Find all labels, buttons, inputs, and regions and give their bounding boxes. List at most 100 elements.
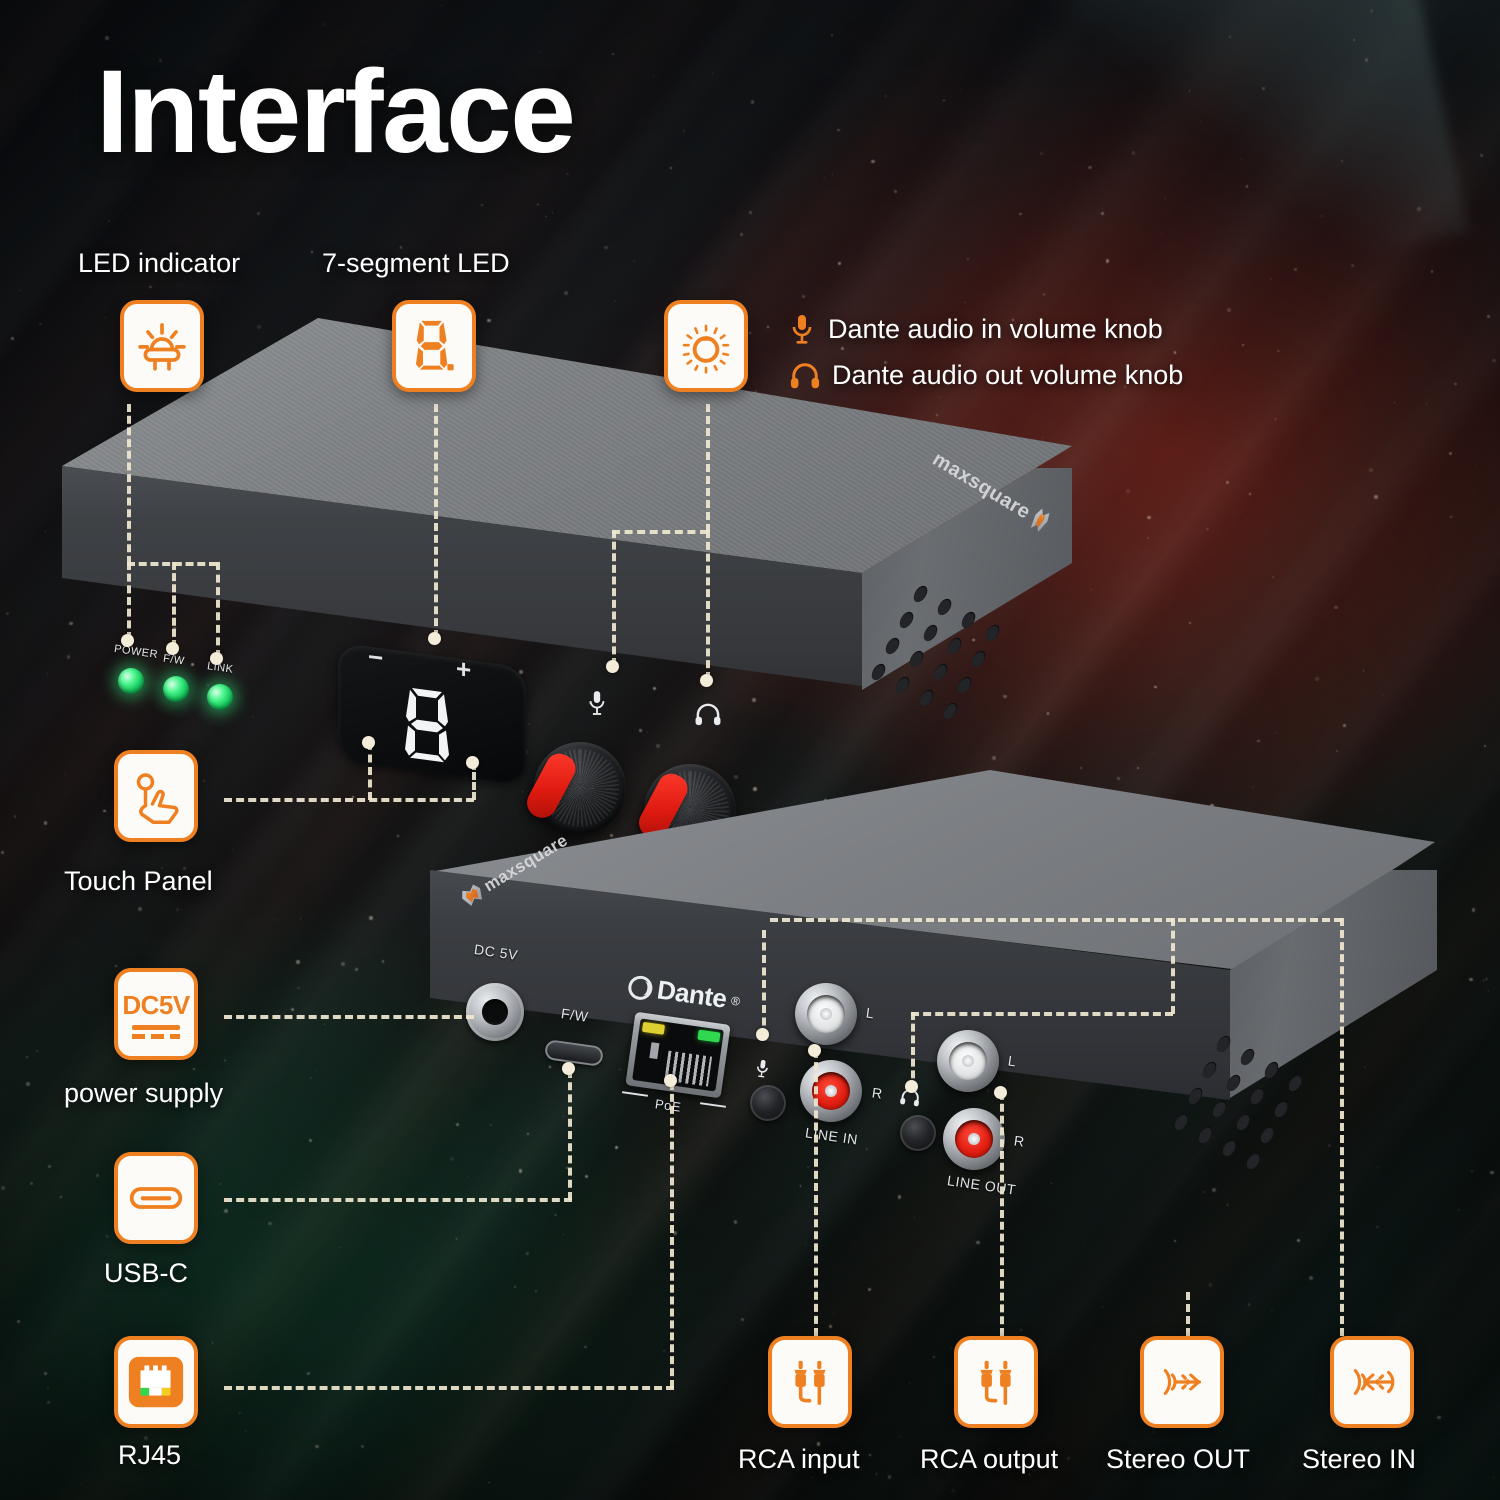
leader-knob-in <box>612 530 616 666</box>
leader-dot-rj45 <box>664 1074 677 1087</box>
leader-dot-fw <box>166 642 179 655</box>
leader-stereo-bus <box>1171 918 1175 1014</box>
leader-stereo-in <box>1340 918 1344 1336</box>
rj45-port-cavity <box>632 1018 724 1092</box>
leader-dot-power <box>121 634 134 647</box>
rca-input-card[interactable] <box>768 1336 852 1428</box>
leader-led-link <box>216 562 220 658</box>
stereo-out-card[interactable] <box>1140 1336 1224 1428</box>
rca-plug-icon <box>794 1360 826 1405</box>
microphone-icon <box>589 691 605 715</box>
page-title: Interface <box>96 46 576 178</box>
dc-solid-line <box>131 1024 180 1030</box>
led-link: LINK <box>206 660 234 710</box>
leader-dot-touch-left <box>362 736 375 749</box>
seven-segment-8-icon <box>415 320 454 371</box>
leader-touch-panel <box>224 798 474 802</box>
rj45-card[interactable] <box>114 1336 198 1428</box>
dc-power-jack[interactable] <box>466 983 524 1041</box>
leader-touch-right <box>472 762 476 800</box>
device2-vent-holes <box>1171 1033 1328 1185</box>
headphone-knob-icon <box>694 702 722 726</box>
seven-segment-digit-icon <box>405 687 449 763</box>
led-indicator-card[interactable] <box>120 300 204 392</box>
leader-dot-usbc <box>562 1062 575 1075</box>
touch-panel-card[interactable] <box>114 750 198 842</box>
leader-seven-segment <box>434 404 438 638</box>
volume-up-touch-button[interactable]: + <box>456 653 472 685</box>
leader-top-bus <box>770 918 1342 922</box>
stereo-in-card[interactable] <box>1330 1336 1414 1428</box>
seven-segment-display <box>400 682 454 765</box>
touch-hand-icon <box>136 773 179 824</box>
leader-usbc-v <box>568 1070 572 1200</box>
mic-knob-icon <box>586 690 608 716</box>
leader-dot-mic-jack <box>756 1028 769 1041</box>
led-indicator-label: LED indicator <box>78 248 241 278</box>
mic-35mm-jack[interactable] <box>750 1085 786 1121</box>
leader-led-fw <box>172 562 176 648</box>
stereo-out-label: Stereo OUT <box>1106 1444 1251 1474</box>
line-out-left-rca[interactable] <box>937 1030 999 1092</box>
usbc-card[interactable] <box>114 1152 198 1244</box>
leader-dot-headphone-jack <box>905 1080 918 1093</box>
leader-rca-input <box>814 1050 818 1336</box>
stereo-out-arrow-icon <box>1163 1369 1202 1395</box>
volume-down-touch-button[interactable]: − <box>368 641 384 673</box>
line-in-right-rca[interactable] <box>800 1060 862 1122</box>
dante-audio-out-row: Dante audio out volume knob <box>790 360 1183 391</box>
leader-dot-knob-in <box>606 660 619 673</box>
rj45-activity-led <box>641 1021 666 1035</box>
leader-dot-knob-out <box>700 674 713 687</box>
line-out-right-rca[interactable] <box>943 1108 1005 1170</box>
rj45-ethernet-port[interactable] <box>625 1011 731 1099</box>
headphone-35mm-jack[interactable] <box>900 1115 936 1151</box>
rj45-label: RJ45 <box>118 1440 182 1470</box>
leader-dot-link <box>210 652 223 665</box>
dc5v-card[interactable]: DC5V <box>114 968 198 1060</box>
rca-input-label: RCA input <box>738 1444 860 1474</box>
line-out-right-label: R <box>1012 1132 1026 1150</box>
power-led-lamp <box>118 668 144 694</box>
firmware-led-lamp <box>163 676 189 702</box>
line-in-left-rca[interactable] <box>795 983 857 1045</box>
leader-led-card <box>127 404 131 564</box>
leader-rca-output <box>1000 1092 1004 1336</box>
leader-dot-rca-input <box>808 1044 821 1057</box>
dante-audio-in-row: Dante audio in volume knob <box>790 312 1163 346</box>
rotary-knob-icon <box>682 324 730 374</box>
leader-knob-out <box>706 530 710 680</box>
dc5v-icon-text: DC5V <box>122 989 190 1020</box>
leader-usbc-h <box>224 1198 572 1202</box>
volume-knob-card[interactable] <box>664 300 748 392</box>
rca-plug-icon <box>980 1360 1012 1405</box>
touch-panel-label: Touch Panel <box>64 866 213 896</box>
usb-c-icon <box>129 1187 183 1209</box>
dante-audio-in-knob[interactable] <box>521 742 626 834</box>
rca-output-card[interactable] <box>954 1336 1038 1428</box>
rj45-port-icon <box>128 1356 184 1408</box>
seven-segment-card[interactable] <box>392 300 476 392</box>
rj45-notch <box>649 1042 660 1060</box>
stereo-in-arrow-icon <box>1353 1369 1395 1395</box>
leader-dot-rca-output <box>994 1086 1007 1099</box>
led-power: POWER <box>113 643 159 694</box>
dante-mark-icon <box>626 973 654 1001</box>
leader-stereo-out <box>1186 1292 1190 1336</box>
usbc-label: USB-C <box>104 1258 189 1288</box>
headphones-icon <box>790 362 820 388</box>
rca-output-label: RCA output <box>920 1444 1059 1474</box>
seven-segment-label: 7-segment LED <box>322 248 510 278</box>
device1-vent-holes <box>868 583 1025 725</box>
line-in-right-label: R <box>870 1084 884 1102</box>
device-front-unit <box>62 318 1082 898</box>
stereo-in-label: Stereo IN <box>1302 1444 1417 1474</box>
leader-rj45-h <box>224 1386 674 1390</box>
leader-knob-card <box>706 404 710 532</box>
dc5v-icon: DC5V <box>122 989 190 1039</box>
dc-dashed-line <box>131 1033 180 1039</box>
led-beacon-icon <box>138 323 186 371</box>
leader-headphone-jack <box>911 1012 915 1090</box>
